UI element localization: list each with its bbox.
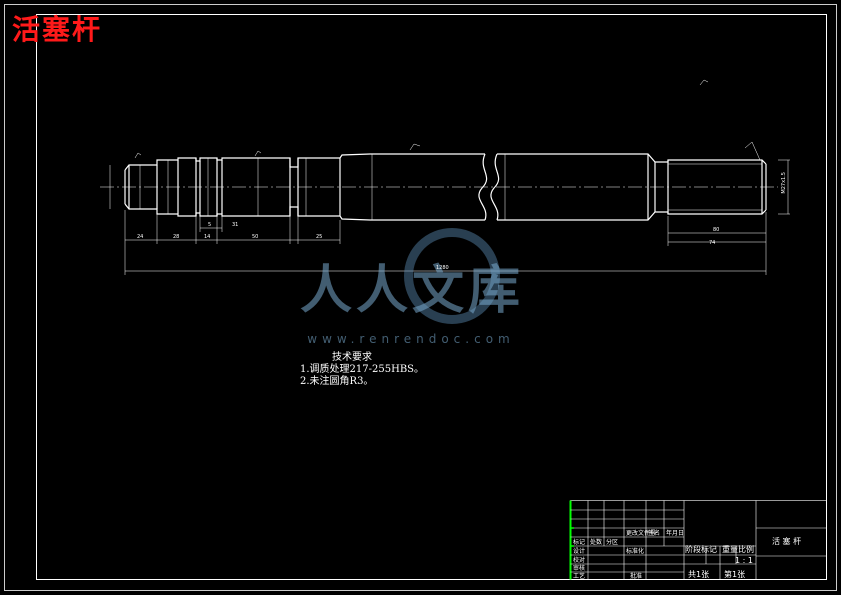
dimension-text: 50 — [252, 234, 259, 240]
title-block-row-label: 审核 — [573, 565, 586, 572]
part-name: 活 塞 杆 — [772, 537, 802, 546]
inner-frame — [36, 14, 827, 580]
dimension-text: 28 — [173, 234, 180, 240]
sheets-total: 共1张 — [688, 570, 710, 579]
dimension-text: 5 — [208, 222, 212, 228]
watermark-logo-circle — [404, 228, 500, 324]
dimension-text: 74 — [709, 240, 716, 246]
title-block-label: 签名 — [648, 530, 661, 537]
watermark-brand: 人人文库 — [299, 260, 524, 321]
title-block — [569, 500, 827, 580]
technical-requirements: 技术要求 1.调质处理217-255HBS。 2.未注圆角R3。 — [300, 352, 424, 388]
technical-requirements-heading: 技术要求 — [332, 352, 372, 363]
thread-spec-text: M27x1.5 — [781, 172, 787, 194]
technical-requirement-item: 2.未注圆角R3。 — [300, 376, 374, 387]
overall-length-text: 1280 — [436, 265, 449, 271]
title-block-label: 标记 — [573, 539, 586, 546]
title-block-green-accent — [570, 527, 574, 547]
shaft-outline — [124, 153, 767, 221]
title-block-row-label: 标准化 — [626, 548, 645, 555]
watermark-url: www.renrendoc.com — [307, 332, 515, 346]
weight-label: 重量 — [722, 545, 738, 554]
title-block-row-label: 工艺 — [573, 573, 586, 580]
title-block-row-label: 批准 — [630, 573, 643, 580]
scale-label: 比例 — [738, 545, 754, 554]
sheet-number: 第1张 — [724, 570, 746, 579]
dimension-text: 80 — [713, 227, 720, 233]
title-block-label: 年月日 — [666, 530, 685, 537]
technical-requirement-item: 1.调质处理217-255HBS。 — [300, 364, 425, 375]
title-block-row-label: 设计 — [573, 548, 586, 555]
dimension-text: 25 — [316, 234, 323, 240]
stage-label: 阶段标记 — [685, 545, 717, 554]
title-block-row-label: 校对 — [573, 557, 586, 564]
thread-lines — [668, 163, 762, 211]
title-block-label: 更改文件号 — [626, 530, 657, 537]
dimension-text: 31 — [232, 222, 239, 228]
title-block-label: 处数 — [590, 539, 603, 546]
outer-border — [4, 4, 837, 591]
dimension-text: 14 — [204, 234, 211, 240]
dimension-text: 24 — [137, 234, 144, 240]
title-block-label: 分区 — [606, 539, 619, 546]
scale-value: 1 : 1 — [735, 556, 753, 565]
drawing-title-overlay: 活塞杆 — [12, 13, 103, 46]
